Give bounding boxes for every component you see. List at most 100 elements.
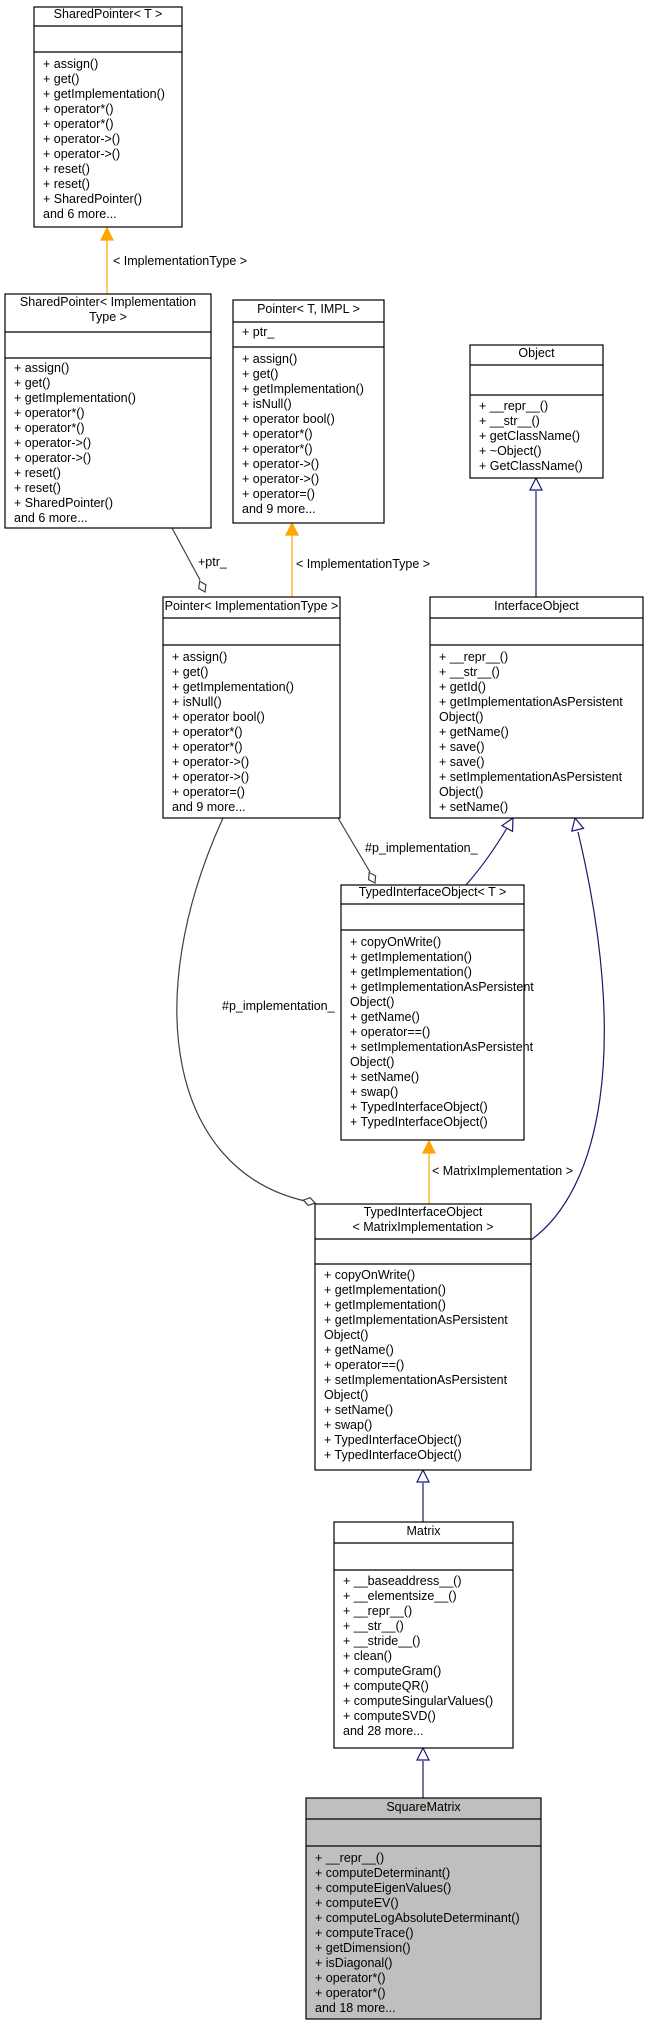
class-method: + operator*() — [242, 427, 313, 441]
class-method: + getImplementation() — [14, 391, 136, 405]
class-method: + getImplementation() — [242, 382, 364, 396]
class-method: + reset() — [43, 162, 90, 176]
class-method: + swap() — [324, 1418, 372, 1432]
class-method: + operator->() — [242, 457, 319, 471]
class-title: InterfaceObject — [494, 599, 579, 613]
member-edge — [171, 527, 207, 593]
class-method: + get() — [14, 376, 50, 390]
class-method: + getDimension() — [315, 1941, 411, 1955]
class-method: + isNull() — [242, 397, 292, 411]
class-method: + TypedInterfaceObject() — [350, 1115, 488, 1129]
class-method: + getName() — [439, 725, 509, 739]
class-method: + isDiagonal() — [315, 1956, 392, 1970]
class-title: Object — [518, 346, 555, 360]
class-method: + operator->() — [43, 132, 120, 146]
class-method: + getId() — [439, 680, 486, 694]
class-node-object[interactable]: Object+ __repr__()+ __str__()+ getClassN… — [469, 344, 604, 479]
template-edge — [285, 521, 299, 597]
edge-line — [337, 817, 371, 873]
class-node-ptr-t[interactable]: Pointer< T, IMPL >+ ptr_+ assign()+ get(… — [232, 299, 385, 524]
class-method: + __str__() — [439, 665, 500, 679]
class-node-sp-t[interactable]: SharedPointer< T >+ assign()+ get()+ get… — [33, 6, 183, 228]
class-method: + operator bool() — [172, 710, 265, 724]
class-method: + save() — [439, 740, 485, 754]
class-attribute: + ptr_ — [242, 325, 275, 339]
template-edge — [100, 226, 114, 294]
class-node-tio-t[interactable]: TypedInterfaceObject< T >+ copyOnWrite()… — [340, 884, 534, 1141]
class-method: + get() — [172, 665, 208, 679]
class-box — [33, 6, 183, 228]
template-arrowhead — [285, 521, 299, 536]
class-method: Object() — [439, 785, 483, 799]
class-method: + getImplementationAsPersistent — [350, 980, 534, 994]
inherit-edge — [416, 1468, 430, 1522]
class-box — [314, 1203, 532, 1471]
aggregation-diamond — [198, 580, 207, 593]
class-method: + computeQR() — [343, 1679, 429, 1693]
more-members-link[interactable]: and 9 more... — [242, 502, 316, 516]
edge-label: #p_implementation_ — [365, 841, 479, 855]
class-method: + operator*() — [315, 1986, 386, 2000]
class-method: + operator=() — [242, 487, 315, 501]
class-method: + getClassName() — [479, 429, 580, 443]
template-arrowhead — [100, 226, 114, 241]
class-method: + assign() — [14, 361, 69, 375]
class-method: + operator*() — [14, 421, 85, 435]
class-method: + getImplementationAsPersistent — [324, 1313, 508, 1327]
edge-label: < ImplementationType > — [113, 254, 247, 268]
class-method: + operator==() — [324, 1358, 404, 1372]
edge-label: +ptr_ — [198, 555, 228, 569]
class-method: + assign() — [242, 352, 297, 366]
class-node-tio-mi[interactable]: TypedInterfaceObject< MatrixImplementati… — [314, 1203, 532, 1471]
class-method: + assign() — [172, 650, 227, 664]
class-method: + TypedInterfaceObject() — [324, 1433, 462, 1447]
class-method: + operator*() — [242, 442, 313, 456]
class-box — [469, 344, 604, 479]
more-members-link[interactable]: and 6 more... — [43, 207, 117, 221]
class-method: + operator*() — [14, 406, 85, 420]
class-method: + swap() — [350, 1085, 398, 1099]
class-method: Object() — [324, 1388, 368, 1402]
class-method: + computeGram() — [343, 1664, 441, 1678]
class-title: SharedPointer< T > — [54, 7, 163, 21]
class-method: + operator*() — [172, 740, 243, 754]
class-node-matrix[interactable]: Matrix+ __baseaddress__()+ __elementsize… — [333, 1521, 514, 1749]
class-title: TypedInterfaceObject — [364, 1205, 483, 1219]
inherit-edge — [529, 476, 543, 597]
class-method: + operator->() — [14, 451, 91, 465]
template-edge — [422, 1139, 436, 1204]
class-method: + reset() — [43, 177, 90, 191]
class-node-square[interactable]: SquareMatrix+ __repr__()+ computeDetermi… — [305, 1797, 542, 2020]
member-edge — [176, 817, 317, 1207]
inheritance-arrowhead — [416, 1746, 430, 1761]
class-box — [232, 299, 385, 524]
more-members-link[interactable]: and 6 more... — [14, 511, 88, 525]
more-members-link[interactable]: and 28 more... — [343, 1724, 424, 1738]
class-box — [305, 1797, 542, 2020]
class-method: + get() — [242, 367, 278, 381]
more-members-link[interactable]: and 18 more... — [315, 2001, 396, 2015]
class-method: + computeEigenValues() — [315, 1881, 451, 1895]
class-method: Object() — [350, 995, 394, 1009]
class-method: + operator*() — [315, 1971, 386, 1985]
class-node-sp-impl[interactable]: SharedPointer< ImplementationType >+ ass… — [4, 293, 212, 529]
class-method: + setName() — [350, 1070, 419, 1084]
more-members-link[interactable]: and 9 more... — [172, 800, 246, 814]
class-method: + operator==() — [350, 1025, 430, 1039]
class-method: + reset() — [14, 466, 61, 480]
class-method: + TypedInterfaceObject() — [350, 1100, 488, 1114]
class-node-ptr-impl[interactable]: Pointer< ImplementationType >+ assign()+… — [162, 596, 341, 819]
class-method: + getImplementation() — [350, 965, 472, 979]
member-edge — [337, 817, 377, 884]
class-method: Object() — [350, 1055, 394, 1069]
nodes-layer: SharedPointer< T >+ assign()+ get()+ get… — [4, 6, 644, 2020]
class-node-iface[interactable]: InterfaceObject+ __repr__()+ __str__()+ … — [429, 596, 644, 819]
class-method: + getImplementation() — [324, 1298, 446, 1312]
class-method: + ~Object() — [479, 444, 542, 458]
class-method: + computeSVD() — [343, 1709, 436, 1723]
class-method: + __baseaddress__() — [343, 1574, 461, 1588]
edge-line — [465, 827, 508, 886]
class-method: + operator*() — [172, 725, 243, 739]
class-method: + getImplementationAsPersistent — [439, 695, 623, 709]
